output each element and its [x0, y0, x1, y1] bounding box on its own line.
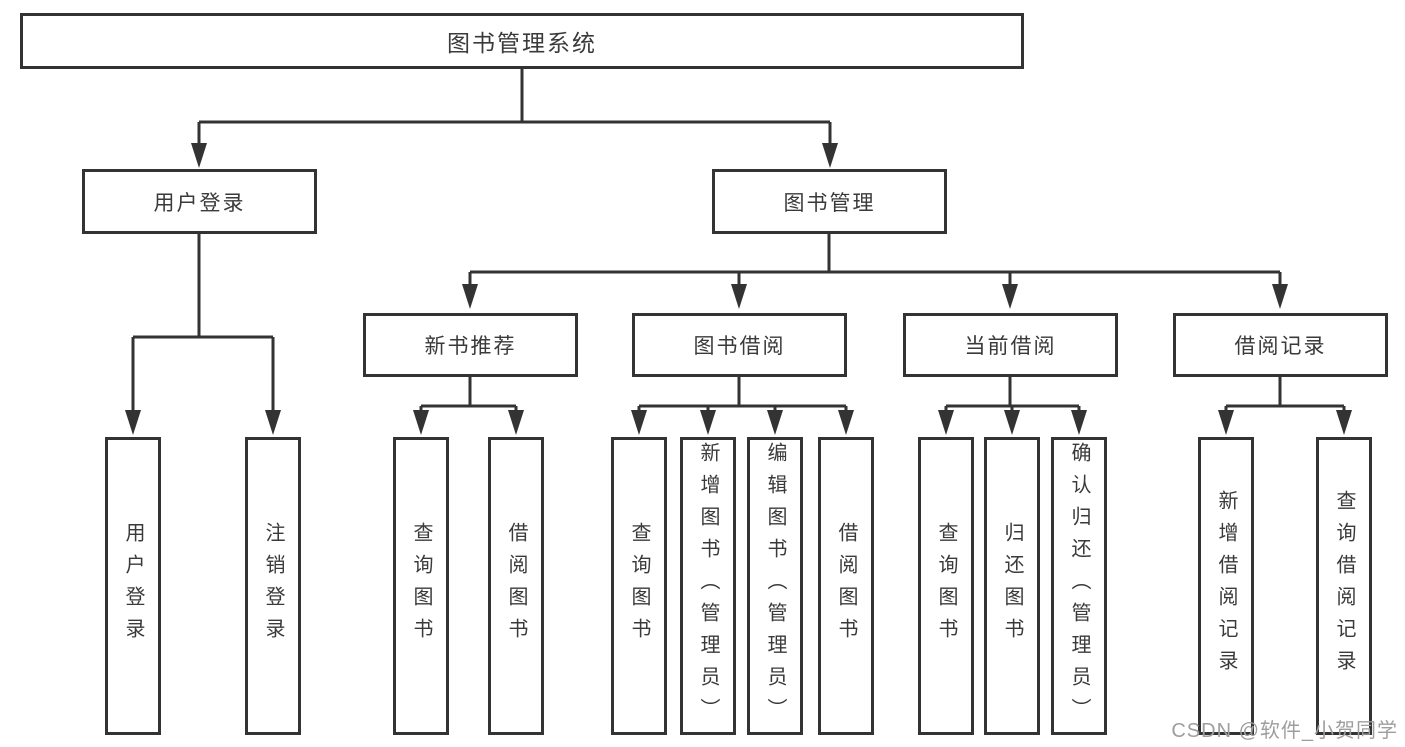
- node-label: 用户登录: [153, 191, 246, 215]
- arrowhead: [1002, 284, 1018, 309]
- arrowhead: [413, 410, 429, 435]
- node-new-book-recommend: 新书推荐: [363, 313, 578, 377]
- node-label: 借阅图书: [835, 522, 857, 650]
- leaf-borrow-books-recommend: 借阅图书: [488, 437, 544, 735]
- node-label: 注销登录: [262, 522, 284, 650]
- node-label: 图书管理系统: [447, 30, 597, 56]
- leaf-query-books-recommend: 查询图书: [393, 437, 449, 735]
- arrowhead: [1071, 410, 1087, 435]
- node-label: 编辑图书（管理员）: [764, 442, 786, 730]
- leaf-logout: 注销登录: [245, 437, 301, 735]
- edge-borrow-records-bus: [1226, 377, 1344, 408]
- arrowhead: [822, 143, 838, 168]
- node-user-login: 用户登录: [82, 169, 317, 234]
- arrowhead: [1218, 410, 1234, 435]
- leaf-confirm-return-admin: 确认归还（管理员）: [1051, 437, 1107, 735]
- arrowhead: [191, 143, 207, 168]
- leaf-query-borrow-record: 查询借阅记录: [1316, 437, 1372, 735]
- node-label: 借阅记录: [1234, 335, 1327, 358]
- node-root-system: 图书管理系统: [20, 13, 1024, 69]
- leaf-add-books-admin: 新增图书（管理员）: [680, 437, 736, 735]
- arrowhead: [1004, 410, 1020, 435]
- node-label: 新增图书（管理员）: [697, 442, 719, 730]
- leaf-add-borrow-record: 新增借阅记录: [1198, 437, 1254, 735]
- csdn-watermark: CSDN @软件_小贺同学: [1171, 720, 1398, 742]
- node-label: 确认归还（管理员）: [1068, 442, 1090, 730]
- arrowhead: [631, 410, 647, 435]
- node-label: 归还图书: [1001, 522, 1023, 650]
- arrowhead: [1272, 284, 1288, 309]
- arrowhead: [938, 410, 954, 435]
- edge-book-management-bus: [470, 234, 1280, 274]
- node-label: 借阅图书: [505, 522, 527, 650]
- node-label: 新书推荐: [424, 335, 517, 358]
- leaf-edit-books-admin: 编辑图书（管理员）: [747, 437, 803, 735]
- arrowhead: [700, 410, 716, 435]
- node-label: 查询图书: [628, 522, 650, 650]
- node-label: 图书借阅: [693, 335, 786, 358]
- node-label: 查询图书: [935, 522, 957, 650]
- node-label: 用户登录: [122, 522, 144, 650]
- arrowhead: [462, 284, 478, 309]
- edge-root-bus: [199, 69, 830, 124]
- edge-user-login-bus: [133, 234, 273, 339]
- node-label: 新增借阅记录: [1215, 490, 1237, 682]
- edge-current-borrowing-bus: [946, 377, 1079, 408]
- node-label: 当前借阅: [964, 335, 1057, 358]
- leaf-borrow-books: 借阅图书: [818, 437, 874, 735]
- edge-new-book-bus: [421, 377, 516, 408]
- arrowhead: [265, 410, 281, 435]
- arrowhead: [838, 410, 854, 435]
- arrowhead: [767, 410, 783, 435]
- node-label: 查询借阅记录: [1333, 490, 1355, 682]
- leaf-user-login: 用户登录: [105, 437, 161, 735]
- arrowhead: [508, 410, 524, 435]
- node-label: 查询图书: [410, 522, 432, 650]
- node-book-borrowing: 图书借阅: [632, 313, 847, 377]
- leaf-return-books: 归还图书: [984, 437, 1040, 735]
- node-current-borrowing: 当前借阅: [903, 313, 1118, 377]
- node-book-management: 图书管理: [712, 169, 947, 234]
- node-label: 图书管理: [783, 191, 876, 215]
- leaf-query-books-current: 查询图书: [918, 437, 974, 735]
- arrowhead: [125, 410, 141, 435]
- arrowhead: [1336, 410, 1352, 435]
- node-borrow-records: 借阅记录: [1173, 313, 1388, 377]
- edge-book-borrowing-bus: [639, 377, 846, 408]
- leaf-query-books-borrowing: 查询图书: [611, 437, 667, 735]
- arrowhead: [731, 284, 747, 309]
